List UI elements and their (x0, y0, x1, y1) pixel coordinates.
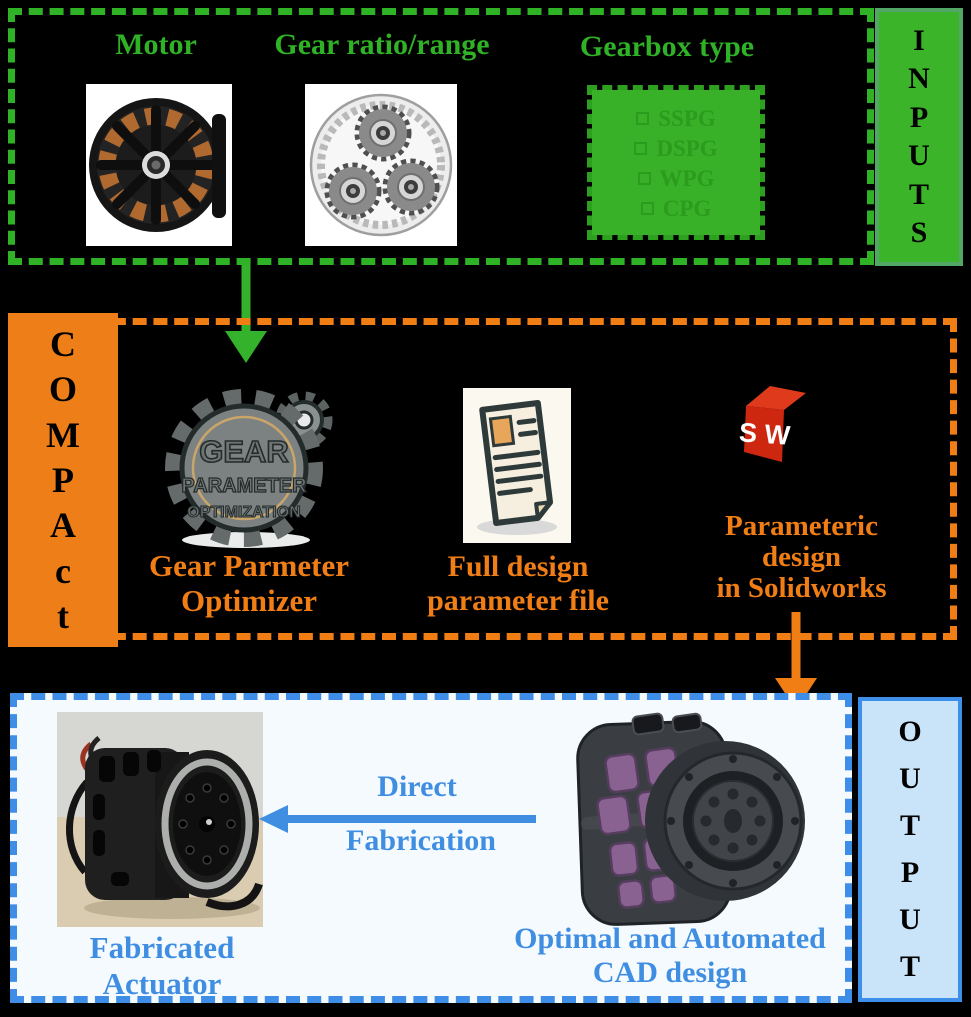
checkbox-icon (637, 172, 651, 185)
svg-text:GEAR: GEAR (199, 434, 289, 469)
cad-model-image (576, 712, 805, 926)
inputs-section (8, 8, 874, 265)
left-arrow-blue-icon (259, 805, 536, 833)
fabrication-label: Fabrication (346, 824, 496, 857)
cad-design-label: Optimal and Automated CAD design (514, 922, 826, 989)
checkbox-icon (640, 202, 654, 215)
gearbox-option: CPG (592, 194, 760, 224)
gear-ratio-label: Gear ratio/range (274, 28, 490, 61)
motor-photo (86, 84, 232, 246)
fabricated-actuator-label: Fabricated Actuator (89, 930, 235, 1001)
output-side-label: O U T P U T (858, 697, 962, 1002)
gear-optimizer-logo: GEAR PARAMETER OPTIMIZATION (165, 389, 333, 548)
svg-text:OPTIMIZATION: OPTIMIZATION (187, 504, 300, 521)
gear-optimizer-label: Gear Parmeter Optimizer (149, 548, 349, 618)
parameter-file-label: Full design parameter file (427, 550, 609, 617)
checkbox-icon (636, 112, 650, 125)
gearbox-option: SSPG (592, 104, 760, 134)
gearbox-type-label: Gearbox type (579, 30, 755, 63)
compact-side-label: C O M P A c t (8, 313, 118, 647)
svg-text:S W: S W (738, 417, 791, 451)
checkbox-icon (634, 142, 648, 155)
fabricated-actuator-photo (57, 712, 263, 927)
gearbox-option: WPG (592, 164, 760, 194)
inputs-side-label: I N P U T S (875, 8, 963, 266)
solidworks-icon: S W (738, 386, 806, 462)
gearbox-type-panel: SSPG DSPG WPG CPG (587, 85, 765, 240)
motor-label: Motor (115, 28, 197, 61)
svg-text:PARAMETER: PARAMETER (181, 475, 307, 497)
parameter-file-icon (463, 388, 571, 543)
gearbox-option: DSPG (592, 134, 760, 164)
solidworks-label: Parameteric design in Solidworks (716, 510, 887, 604)
planetary-gearbox-photo (305, 84, 457, 246)
direct-label: Direct (377, 770, 457, 803)
